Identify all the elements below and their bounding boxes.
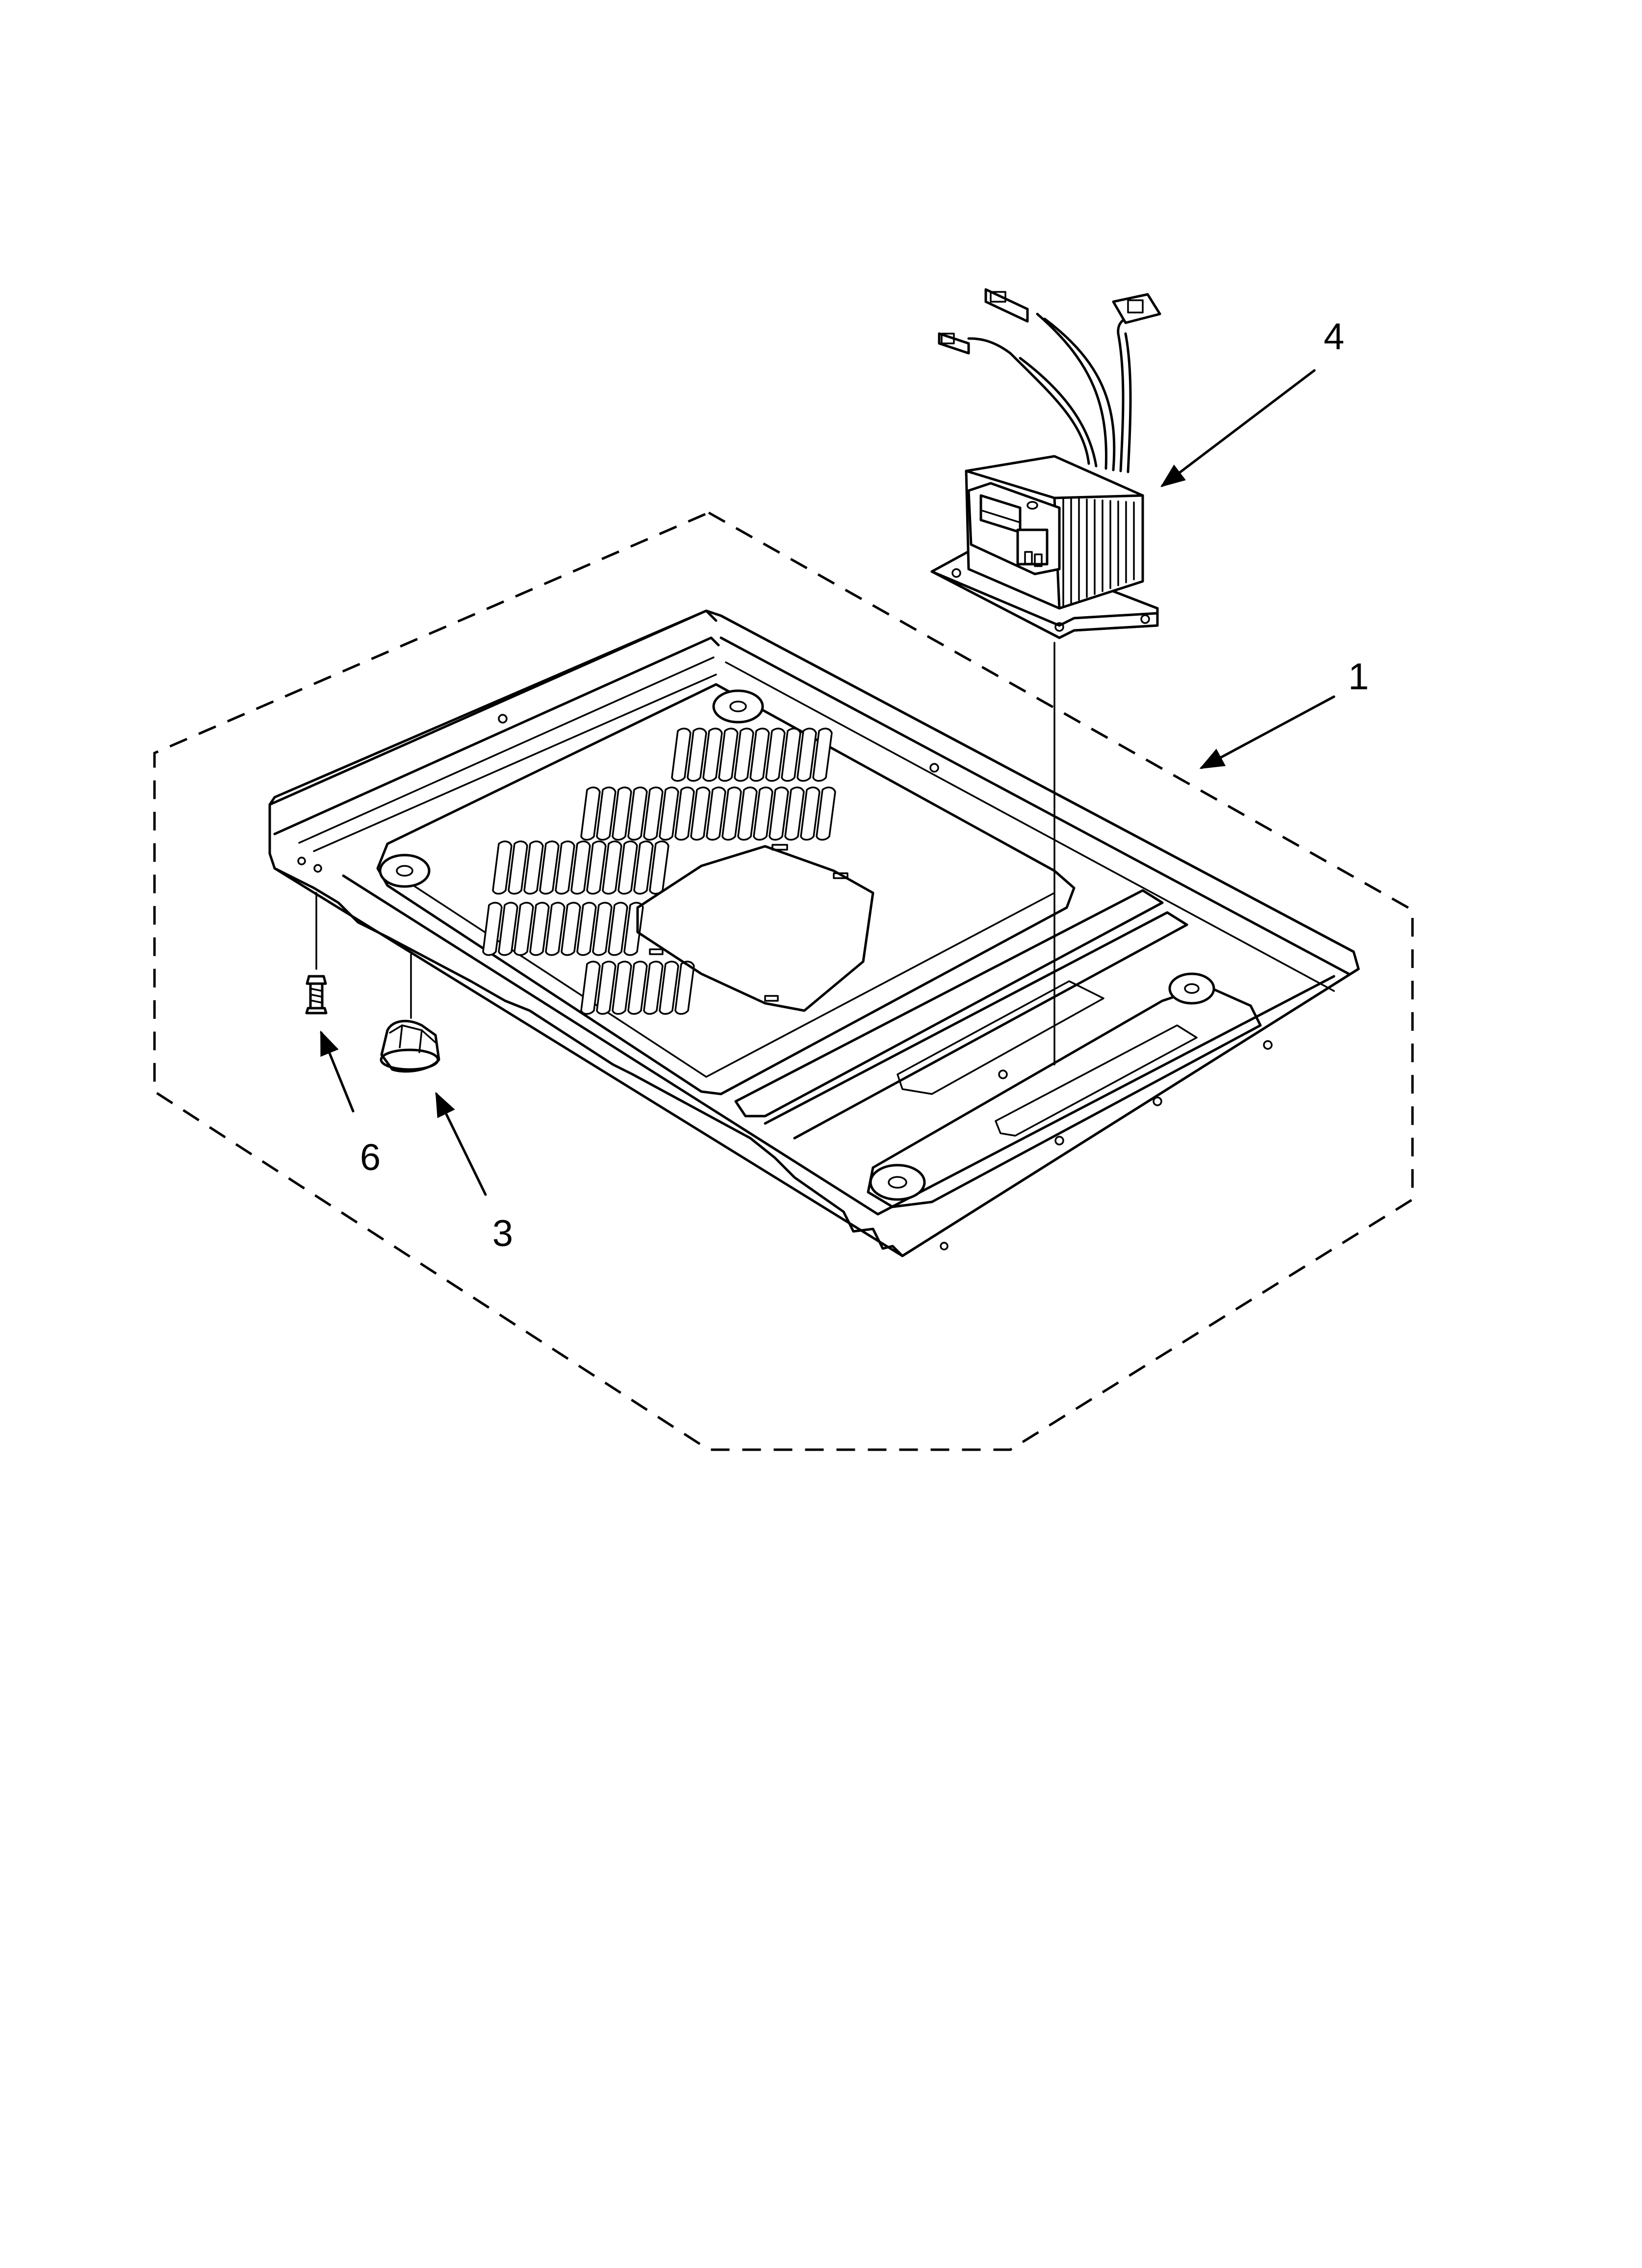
transformer: [930, 288, 1161, 639]
louvre-slot: [570, 840, 591, 895]
louvre-slot: [596, 786, 616, 841]
louvre-slot: [633, 840, 654, 895]
louvre-slot: [781, 728, 801, 782]
louvre-slot: [612, 961, 632, 1015]
mounting-boss-top: [712, 689, 764, 724]
connector-left: [938, 332, 970, 355]
louvre-slot: [753, 786, 773, 841]
louvre-slot: [734, 728, 754, 782]
louvre-slot: [602, 840, 622, 895]
louvre-slot: [706, 786, 726, 841]
louvre-slot: [643, 961, 664, 1015]
louvre-slot: [508, 840, 528, 895]
louvre-slot: [586, 840, 607, 895]
louvre-slot: [737, 786, 758, 841]
louvre-slot: [580, 786, 601, 841]
louvre-slot: [784, 786, 805, 841]
louvre-slot: [800, 786, 821, 841]
louvre-slot: [702, 728, 723, 782]
mounting-boss-left: [379, 854, 431, 888]
louvre-slot: [482, 902, 503, 956]
base-plate: [268, 609, 1360, 1257]
louvre-slot: [765, 728, 786, 782]
mounting-boss-right: [1168, 972, 1215, 1005]
louvre-slot: [690, 786, 711, 841]
screw: [305, 892, 328, 1015]
louvre-slot: [796, 728, 817, 782]
louvre-slot: [513, 902, 534, 956]
louvre-slot: [649, 840, 669, 895]
leader-arrow-4: [1160, 369, 1316, 488]
connector-right: [1112, 293, 1161, 324]
louvre-slot: [718, 728, 739, 782]
louvre-slot: [492, 840, 513, 895]
louvre-slot: [617, 840, 638, 895]
callout-4-label: 4: [1324, 316, 1344, 358]
louvre-slot: [545, 902, 565, 956]
louvre-slot: [596, 961, 616, 1015]
louvre-slot: [498, 902, 518, 956]
assembly-boundary: [153, 511, 1414, 1451]
louvre-slot: [523, 840, 544, 895]
callout-1-label: 1: [1348, 656, 1369, 698]
louvre-slot: [671, 728, 692, 782]
louvre-slot: [769, 786, 789, 841]
louvre-slot: [555, 840, 575, 895]
louvre-slot: [816, 786, 836, 841]
louvre-slot: [627, 786, 648, 841]
leader-arrow-1: [1199, 695, 1335, 769]
louvre-slot: [687, 728, 707, 782]
louvre-slot: [643, 786, 664, 841]
leader-arrow-6: [320, 1030, 355, 1113]
louvre-slot: [561, 902, 581, 956]
leader-arrow-3: [435, 1092, 487, 1196]
mounting-boss-front: [869, 1164, 926, 1201]
louvre-slot: [812, 728, 833, 782]
louvre-slot: [674, 786, 695, 841]
connector-middle: [984, 288, 1029, 323]
louvre-slot: [659, 786, 679, 841]
louvre-slot: [592, 902, 613, 956]
louvre-slot: [529, 902, 550, 956]
louvre-slot: [749, 728, 770, 782]
louvres: [482, 728, 836, 1015]
louvre-slot: [576, 902, 597, 956]
foot: [380, 953, 440, 1073]
callout-6-label: 6: [360, 1137, 381, 1178]
louvre-slot: [721, 786, 742, 841]
louvre-slot: [580, 961, 601, 1015]
callout-3-label: 3: [492, 1213, 513, 1254]
louvre-slot: [627, 961, 648, 1015]
louvre-slot: [612, 786, 632, 841]
louvre-slot: [608, 902, 628, 956]
louvre-slot: [659, 961, 679, 1015]
louvre-slot: [539, 840, 560, 895]
vent-grid: [636, 844, 874, 1012]
